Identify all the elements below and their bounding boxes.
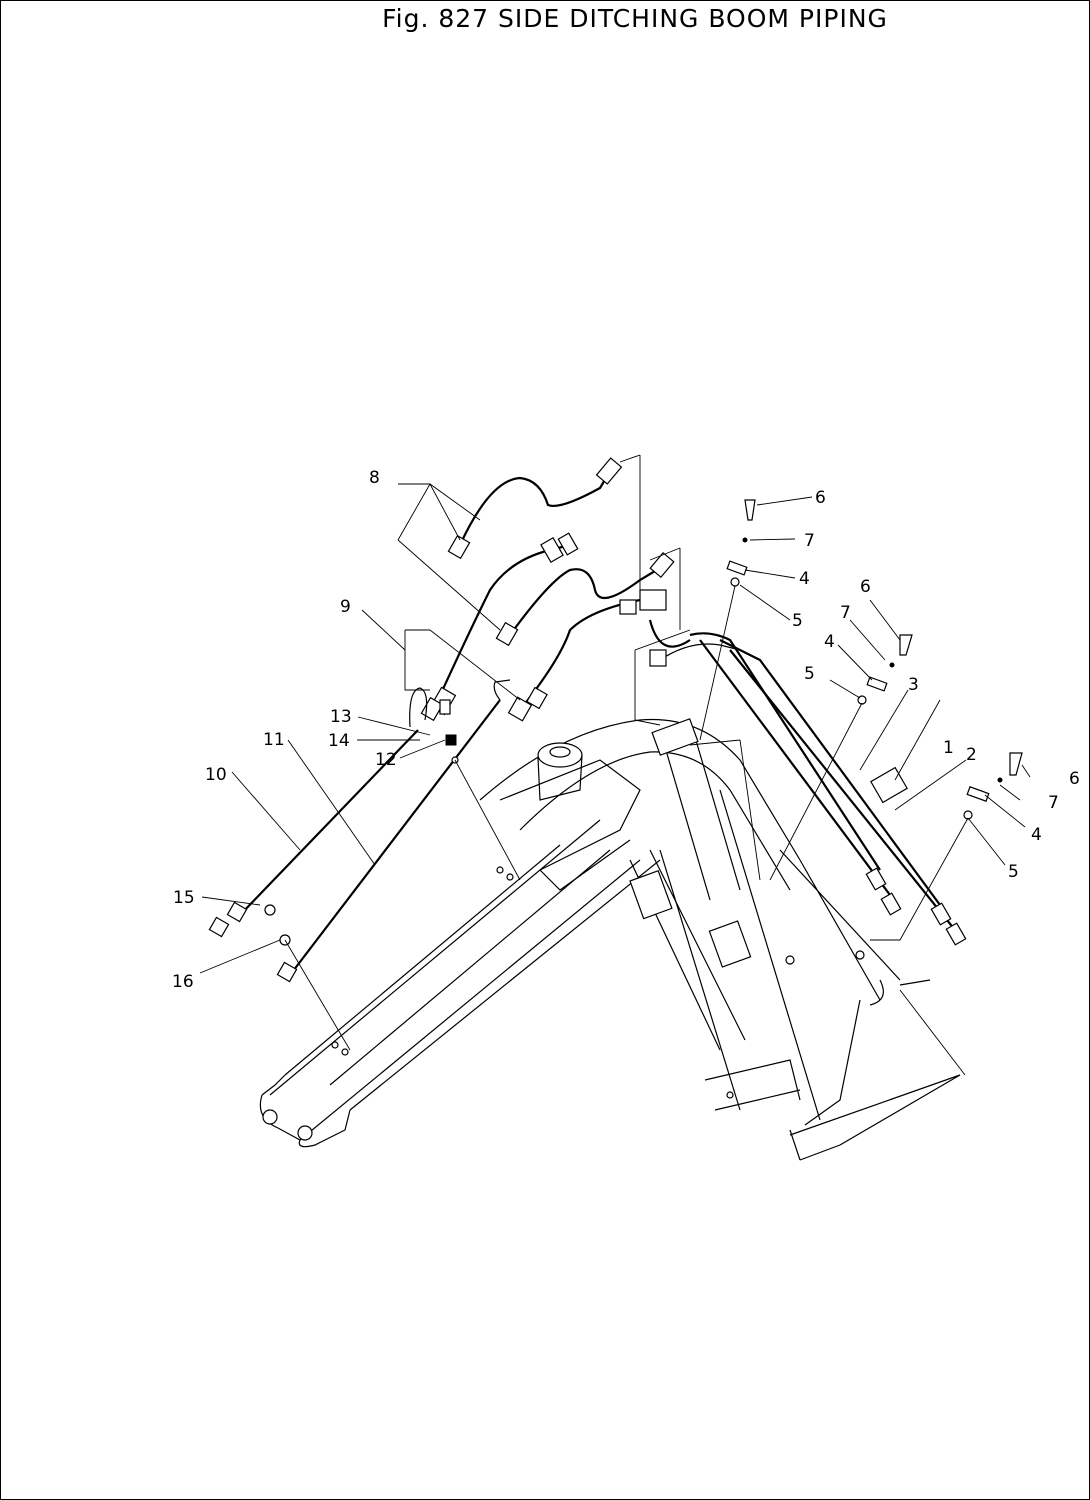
- callout-4-mid: 4: [824, 632, 835, 652]
- callout-2: 2: [966, 745, 977, 765]
- callout-7-top: 7: [804, 531, 815, 551]
- piping: [208, 457, 1023, 983]
- callout-6-bottom: 6: [1069, 769, 1080, 789]
- callout-4-bottom: 4: [1031, 825, 1042, 845]
- boom-structure: [259, 718, 966, 1161]
- callout-11: 11: [263, 730, 285, 750]
- callout-6-mid: 6: [860, 577, 871, 597]
- callout-16: 16: [172, 972, 194, 992]
- callout-12: 12: [375, 750, 397, 770]
- leader-lines: [199, 454, 1031, 1051]
- callout-10: 10: [205, 765, 227, 785]
- callout-labels: 8 9 13 11 14 10 12 15 16 6 7 4 5 6 7 4 5…: [172, 468, 1080, 992]
- callout-4-top: 4: [799, 569, 810, 589]
- callout-5-mid: 5: [804, 664, 815, 684]
- callout-1: 1: [943, 738, 954, 758]
- callout-7-mid: 7: [840, 603, 851, 623]
- figure-title: Fig. 827 SIDE DITCHING BOOM PIPING: [382, 4, 888, 33]
- callout-7-bottom: 7: [1048, 793, 1059, 813]
- callout-3: 3: [908, 675, 919, 695]
- callout-9: 9: [340, 597, 351, 617]
- callout-8: 8: [369, 468, 380, 488]
- callout-14: 14: [328, 731, 350, 751]
- callout-15: 15: [173, 888, 195, 908]
- callout-13: 13: [330, 707, 352, 727]
- callout-5-bottom: 5: [1008, 862, 1019, 882]
- callout-6-top: 6: [815, 488, 826, 508]
- callout-5-top: 5: [792, 611, 803, 631]
